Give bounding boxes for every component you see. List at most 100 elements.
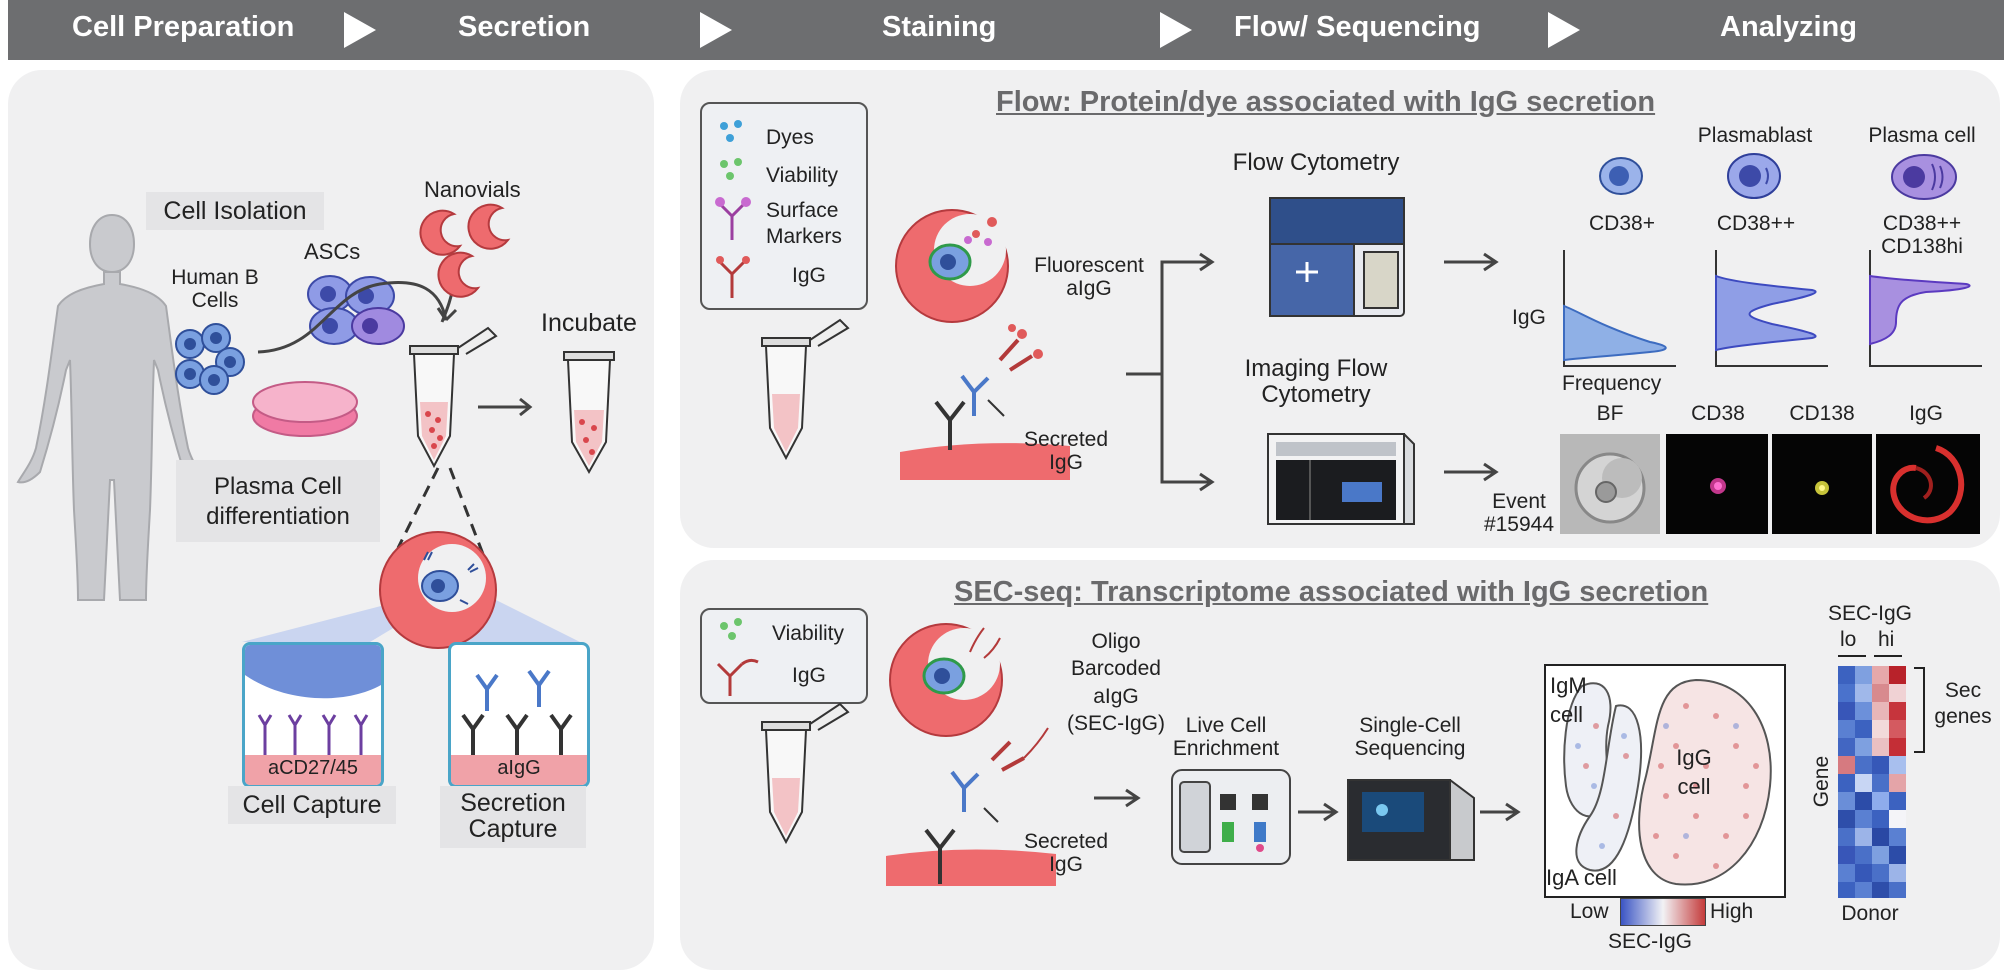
- surface-markers-icon: [715, 197, 751, 240]
- igg-image: [1876, 434, 1980, 534]
- tube-icon: [409, 326, 498, 469]
- flow-antibody-icon: [900, 324, 1070, 480]
- cd38p-label: CD38+: [1589, 212, 1655, 235]
- sec-genes-bracket: [1914, 667, 1925, 753]
- cd138-image: [1772, 434, 1872, 534]
- enrichment-device-icon: [1171, 769, 1291, 865]
- donor-axis-label: Donor: [1841, 902, 1899, 925]
- nanovials-icon: [419, 203, 511, 298]
- nanovial-cell-icon: [379, 531, 497, 649]
- plasma-diff-box: [176, 460, 380, 542]
- step-cell-preparation: Cell Preparation: [72, 11, 295, 43]
- incubate-tube-icon: [563, 351, 615, 475]
- igg-icon: [716, 256, 750, 298]
- process-header: Cell Preparation Secretion Staining Flow…: [8, 0, 2004, 60]
- scale-high-label: High: [1710, 900, 1754, 923]
- secretion-capture-box: [440, 786, 586, 848]
- nanovials-label: Nanovials: [424, 177, 521, 202]
- plasma-cell-label: Plasma cell: [1868, 124, 1976, 147]
- heatmap-group-brackets: [1838, 655, 1902, 657]
- secseq-legend-igg: IgG: [792, 664, 826, 687]
- umap-plot: [1544, 664, 1786, 898]
- secseq-legend-viability: Viability: [772, 622, 844, 645]
- aigg-label: aIgG: [497, 757, 541, 779]
- heatmap-title: SEC-IgG: [1827, 602, 1913, 625]
- step-flow-sequencing: Flow/ Sequencing: [1234, 11, 1481, 43]
- viability-icon: [720, 618, 742, 640]
- legend-viability: Viability: [766, 164, 838, 187]
- event-label: Event#15944: [1483, 490, 1555, 537]
- igg-axis-label: IgG: [1512, 306, 1546, 329]
- viability-icon: [720, 158, 742, 180]
- scale-low-label: Low: [1570, 900, 1609, 923]
- cd38pp-cd138hi-label: CD38++CD138hi: [1881, 212, 1963, 259]
- heatmap-hi-label: hi: [1878, 628, 1895, 651]
- cell-capture-inset: aCD27/45: [242, 642, 384, 788]
- b-cells-icon: [175, 323, 245, 395]
- cell-isolation-label: Cell Isolation: [163, 197, 307, 225]
- cell-capture-box: [228, 786, 396, 824]
- secseq-legend: Viability IgG: [700, 608, 868, 704]
- scale-title-label: SEC-IgG: [1607, 930, 1693, 953]
- channel-cd138-label: CD138: [1789, 402, 1855, 425]
- plasmablast-cell-icon: [1727, 153, 1781, 199]
- step-arrow-icon: [1160, 12, 1192, 48]
- heatmap-lo-label: lo: [1840, 628, 1857, 651]
- secretion-capture-inset: aIgG: [448, 642, 590, 788]
- iga-cell-label: IgA cell: [1546, 865, 1617, 890]
- petri-dish-icon: [252, 381, 358, 437]
- cell-capture-label: Cell Capture: [242, 791, 382, 819]
- imaging-cytometer-icon: [1267, 433, 1415, 525]
- cd38-cell-icon: [1599, 157, 1643, 195]
- heatmap: [1838, 666, 1906, 898]
- gene-axis-label: Gene: [1810, 755, 1834, 808]
- frequency-label: Frequency: [1562, 372, 1662, 395]
- flow-cytometer-icon: [1269, 197, 1405, 317]
- step-secretion: Secretion: [458, 11, 591, 43]
- acd27-label: aCD27/45: [267, 757, 359, 779]
- sequencer-icon: [1347, 779, 1475, 861]
- color-scale: [1620, 898, 1706, 926]
- flow-cytometry-label: Flow Cytometry: [1232, 149, 1400, 176]
- oligo-igg-icon: [716, 658, 759, 696]
- channel-cd38-label: CD38: [1691, 402, 1745, 425]
- ascs-label: ASCs: [304, 239, 361, 264]
- step-arrow-icon: [700, 12, 732, 48]
- cd38-image: [1666, 434, 1768, 534]
- plasmablast-label: Plasmablast: [1697, 124, 1813, 147]
- secseq-tube-icon: [761, 702, 850, 845]
- flow-nanovial-icon: [895, 209, 1009, 323]
- cell-isolation-box: [146, 192, 324, 230]
- step-staining: Staining: [882, 11, 997, 43]
- legend-dyes: Dyes: [766, 126, 814, 149]
- step-analyzing: Analyzing: [1720, 11, 1857, 43]
- cd38pp-label: CD38++: [1716, 212, 1796, 235]
- histogram-cd38p: [1563, 250, 1676, 367]
- incubate-label: Incubate: [541, 309, 637, 337]
- histogram-cd38pp: [1715, 250, 1828, 367]
- channel-igg-label: IgG: [1909, 402, 1943, 425]
- dyes-icon: [720, 120, 742, 142]
- flow-tube-icon: [761, 318, 850, 461]
- bf-image: [1560, 434, 1660, 534]
- secseq-antibody-icon: [886, 727, 1056, 886]
- plasma-cell-icon: [1891, 154, 1957, 200]
- secseq-title: SEC-seq: Transcriptome associated with I…: [954, 576, 1709, 608]
- histogram-cd138hi: [1869, 250, 1982, 367]
- secseq-nanovial-icon: [889, 623, 1003, 737]
